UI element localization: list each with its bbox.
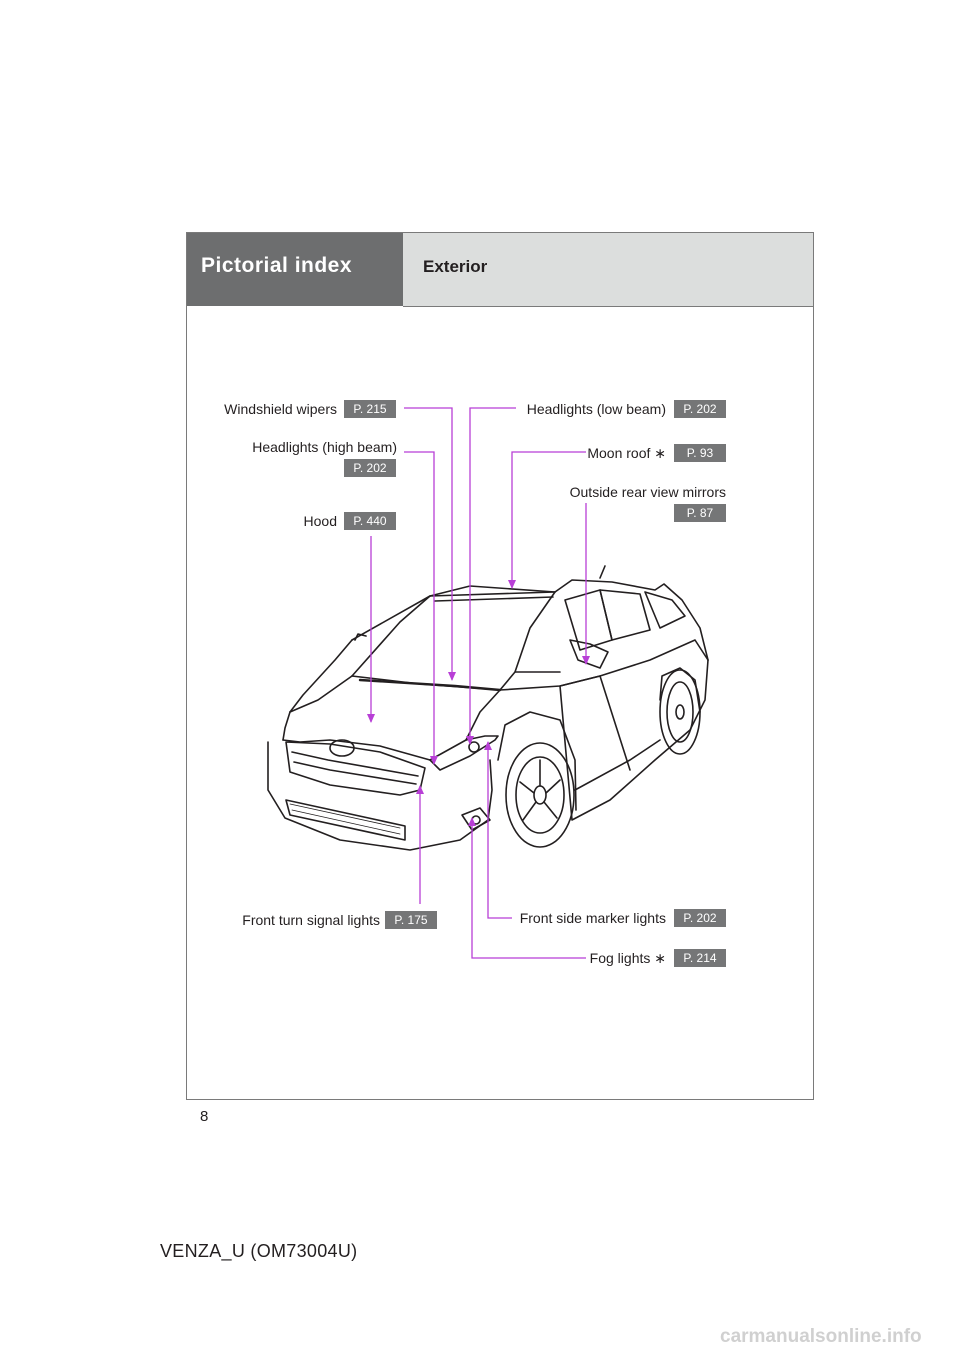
pictorial-index-frame: Pictorial index Exterior: [186, 232, 814, 1100]
front-side-marker-label: Front side marker lights: [519, 910, 666, 926]
front-side-marker-page-link[interactable]: P. 202: [674, 909, 726, 927]
fog-lights-label: Fog lights ∗: [589, 950, 666, 966]
subsection-title: Exterior: [423, 257, 488, 276]
outside-mirrors-label: Outside rear view mirrors: [569, 484, 726, 500]
leader-lines: [370, 407, 587, 959]
hood-page-link[interactable]: P. 440: [344, 512, 396, 530]
manual-code-footer: VENZA_U (OM73004U): [160, 1241, 358, 1261]
windshield-wipers-page-link[interactable]: P. 215: [344, 400, 396, 418]
headlights-high-beam-label: Headlights (high beam): [252, 439, 397, 455]
hood-label: Hood: [303, 513, 337, 529]
front-turn-signal-page-link[interactable]: P. 175: [385, 911, 437, 929]
front-turn-signal-label: Front turn signal lights: [242, 912, 380, 928]
fog-lights-page-link[interactable]: P. 214: [674, 949, 726, 967]
moon-roof-page-link[interactable]: P. 93: [674, 444, 726, 462]
watermark: carmanualsonline.info: [720, 1326, 922, 1347]
leader-arrowheads: [367, 580, 590, 826]
subsection-bar: Exterior: [403, 233, 813, 307]
section-tab: Pictorial index: [187, 233, 403, 306]
headlights-low-beam-label: Headlights (low beam): [526, 401, 666, 417]
section-title: Pictorial index: [201, 254, 353, 277]
page-number: 8: [200, 1108, 209, 1125]
headlights-high-beam-page-link[interactable]: P. 202: [344, 459, 396, 477]
headlights-low-beam-page-link[interactable]: P. 202: [674, 400, 726, 418]
outside-mirrors-page-link[interactable]: P. 87: [674, 504, 726, 522]
moon-roof-label: Moon roof ∗: [587, 445, 666, 461]
windshield-wipers-label: Windshield wipers: [224, 401, 337, 417]
